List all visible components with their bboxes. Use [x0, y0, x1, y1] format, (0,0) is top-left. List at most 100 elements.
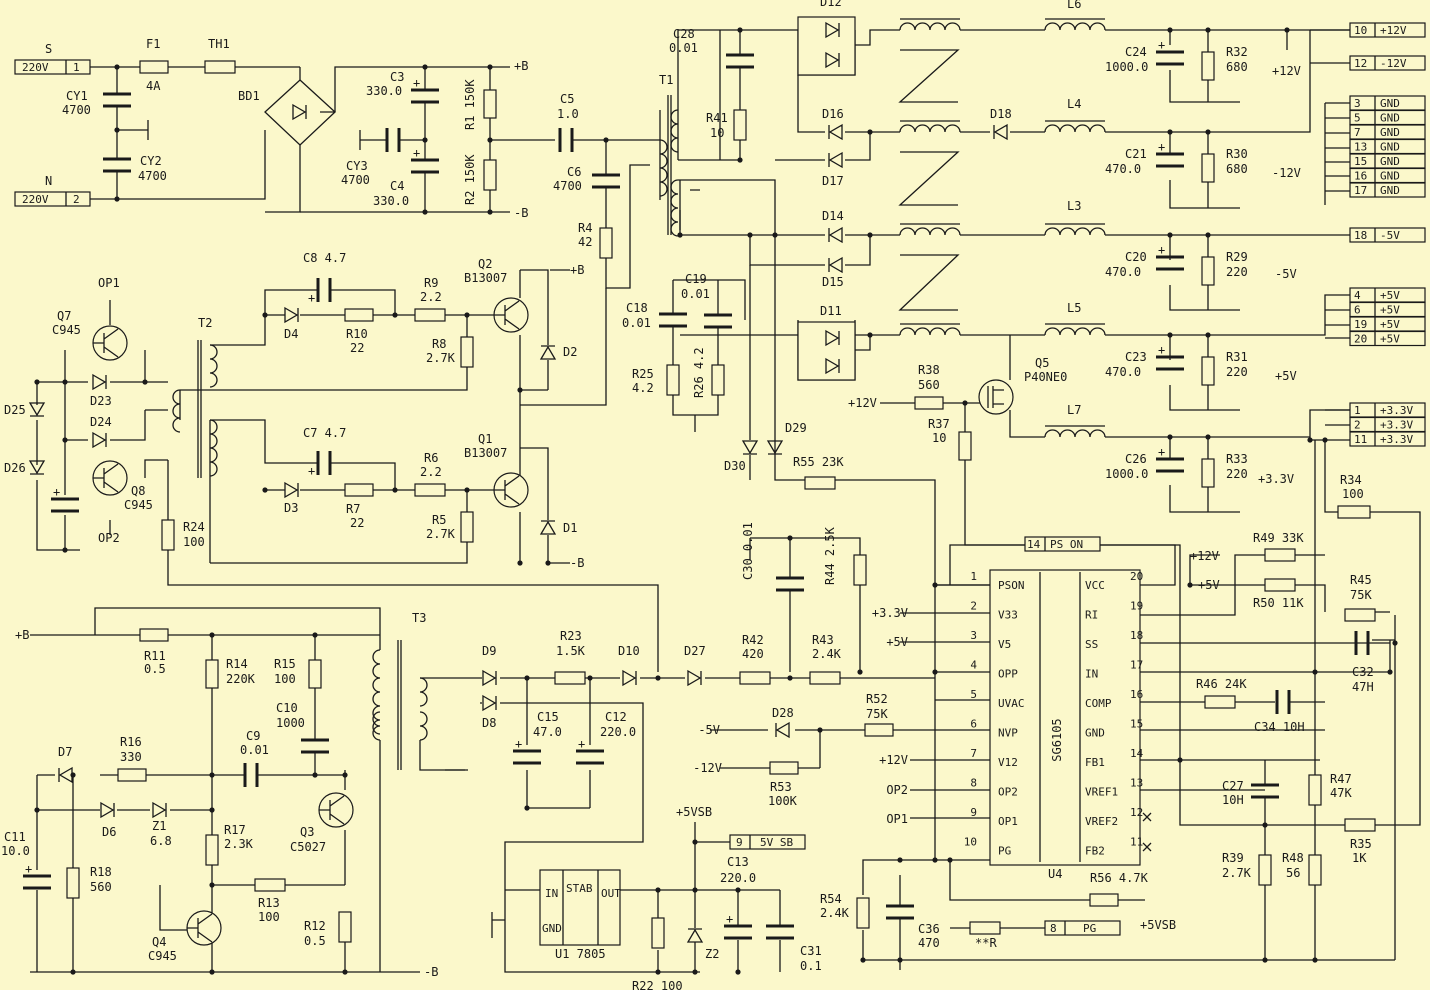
- transformer-winding: [659, 139, 668, 197]
- junction-dot: [867, 232, 873, 238]
- component-label: D11: [820, 304, 842, 318]
- component-label: 1K: [1352, 851, 1367, 865]
- component-label: 42: [578, 235, 592, 249]
- diode: [825, 51, 840, 69]
- ic-divider: [1039, 572, 1081, 862]
- component-label: C6: [567, 165, 581, 179]
- component-label: 5V SB: [760, 836, 793, 849]
- junction-dot: [1167, 129, 1173, 135]
- junction-dot: [1205, 232, 1211, 238]
- transformer-winding: [372, 711, 381, 741]
- junction-dot: [142, 379, 148, 385]
- component-label: 75K: [1350, 588, 1372, 602]
- component-label: 2.3K: [224, 837, 254, 851]
- component-label: C23: [1125, 350, 1147, 364]
- component-label: GND: [1380, 126, 1400, 139]
- inductor: [1044, 124, 1106, 133]
- diode: [539, 345, 557, 360]
- capacitor: [316, 451, 332, 475]
- component-label: 220: [1226, 365, 1248, 379]
- junction-dot: [932, 669, 938, 675]
- component-label: 12: [1354, 57, 1367, 70]
- output-connector-pin: [1349, 55, 1426, 71]
- component-label: 14: [1027, 538, 1041, 551]
- component-label: D14: [822, 209, 844, 223]
- component-label: 13: [1354, 141, 1367, 154]
- component-label: R9: [424, 276, 438, 290]
- component-label: -B: [570, 556, 584, 570]
- component-label: C5027: [290, 840, 326, 854]
- junction-dot: [392, 487, 398, 493]
- inductor: [1044, 429, 1106, 438]
- junction-dot: [487, 137, 493, 143]
- junction-dot: [312, 772, 318, 778]
- output-connector-pin: [1349, 22, 1426, 38]
- transistor-leads: [319, 795, 345, 825]
- component-label: R32: [1226, 45, 1248, 59]
- capacitor: [776, 576, 804, 592]
- junction-dot: [692, 969, 698, 975]
- junction-dot: [867, 129, 873, 135]
- transformer-winding: [209, 419, 218, 477]
- junction-dot: [1284, 27, 1290, 33]
- component-label: -5V: [698, 723, 720, 737]
- junction-dot: [947, 857, 953, 863]
- component-label: 17: [1354, 184, 1367, 197]
- component-label: STAB: [566, 882, 593, 895]
- capacitor: [1275, 690, 1291, 714]
- component-label: 4.2: [632, 381, 654, 395]
- no-connect-mark: [1142, 812, 1152, 852]
- junction-dot: [70, 969, 76, 975]
- component-label: R34: [1340, 473, 1362, 487]
- component-label: R26 4.2: [692, 347, 706, 398]
- junction-dot: [692, 839, 698, 845]
- component-label: 100K: [768, 794, 798, 808]
- component-label: 18: [1354, 229, 1367, 242]
- component-label: VREF1: [1085, 786, 1118, 799]
- component-label: 1000: [276, 716, 305, 730]
- component-label: CY3: [346, 159, 368, 173]
- component-label: 17: [1130, 659, 1143, 672]
- diode: [152, 801, 167, 819]
- transformer-winding: [172, 389, 181, 433]
- diode: [92, 431, 107, 449]
- junction-dot: [392, 312, 398, 318]
- component-label: R23: [560, 629, 582, 643]
- component-label: 47.0: [533, 725, 562, 739]
- capacitor: [103, 157, 131, 173]
- junction-dot: [114, 64, 120, 70]
- component-label: 1.0: [557, 107, 579, 121]
- resistor: [666, 364, 680, 396]
- transistor-leads: [494, 475, 520, 505]
- component-label: +12V: [848, 396, 877, 410]
- component-label: 19: [1354, 318, 1367, 331]
- component-label: R5: [432, 513, 446, 527]
- component-label: UVAC: [998, 697, 1025, 710]
- diode: [993, 123, 1008, 141]
- component-label: B13007: [464, 446, 507, 460]
- component-label: 2.2: [420, 290, 442, 304]
- component-label: +12V: [1272, 64, 1301, 78]
- output-connector-pin: [1349, 182, 1426, 198]
- component-label: 10: [964, 836, 977, 849]
- pg-connector: [1044, 920, 1121, 936]
- junction-dot: [209, 807, 215, 813]
- component-label: 330.0: [373, 194, 409, 208]
- resistor: [205, 834, 219, 866]
- capacitor: [1156, 255, 1184, 271]
- component-label: OUT: [601, 887, 621, 900]
- component-label: R54: [820, 892, 842, 906]
- component-label: 15: [1130, 718, 1143, 731]
- component-label: 6: [1354, 304, 1361, 317]
- capacitor: [103, 92, 131, 108]
- component-label: C20: [1125, 250, 1147, 264]
- diode: [28, 460, 46, 475]
- component-label: 4700: [553, 179, 582, 193]
- component-label: 2.4K: [820, 906, 850, 920]
- component-label: 4: [1354, 289, 1361, 302]
- component-label: COMP: [1085, 697, 1112, 710]
- resistor: [1089, 893, 1119, 907]
- junction-dot: [545, 560, 551, 566]
- component-label: 0.1: [800, 959, 822, 973]
- component-label: -B: [514, 206, 528, 220]
